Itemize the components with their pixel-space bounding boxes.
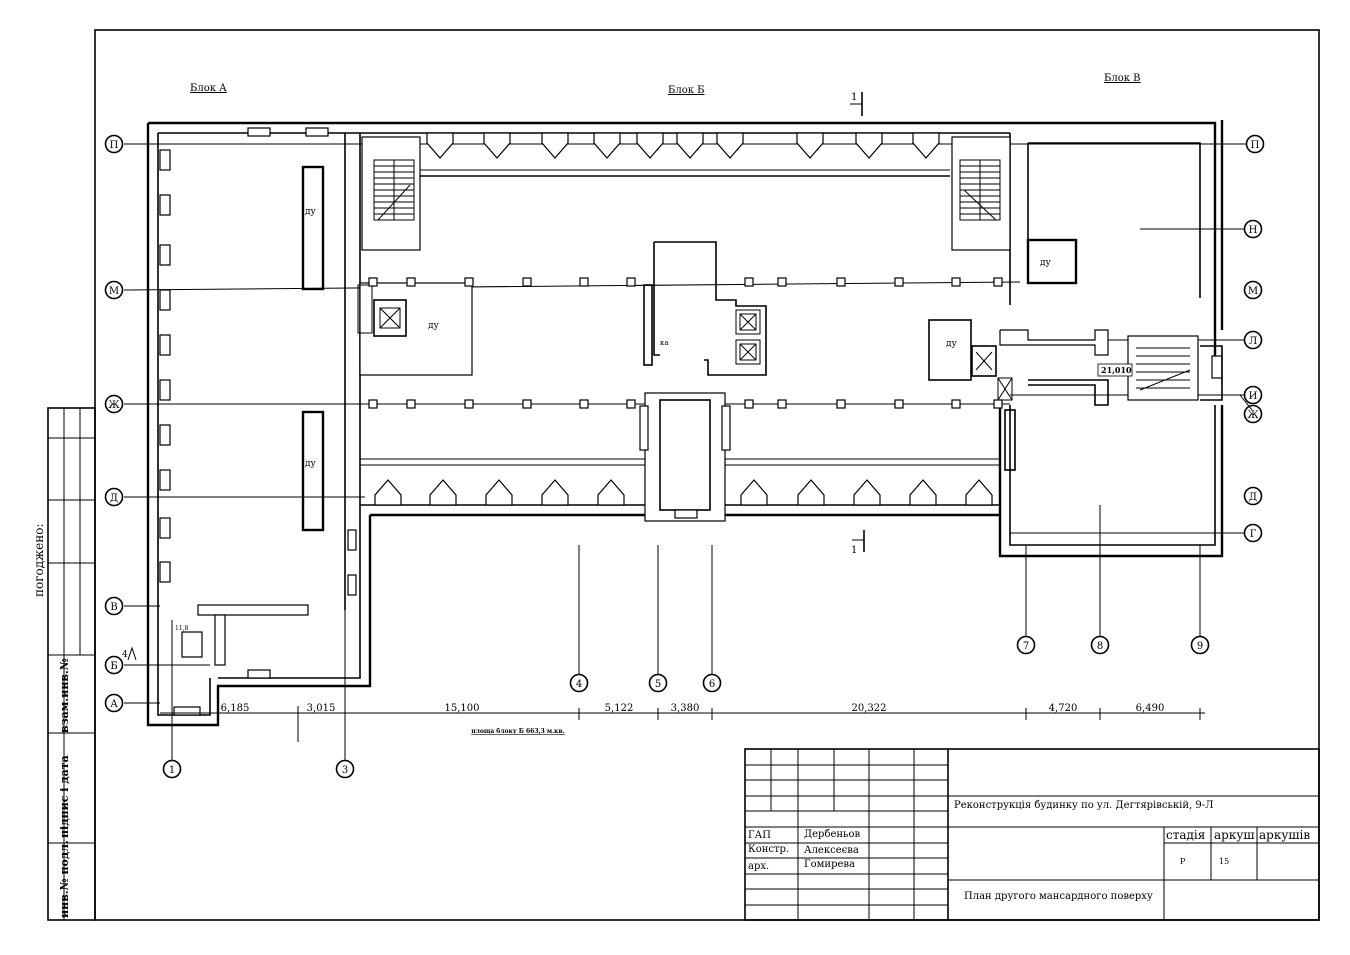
dimension-6: 20,322	[852, 703, 887, 714]
level-mark-label: 4	[122, 650, 128, 660]
dimension-5: 3,380	[671, 703, 700, 714]
block-a-windows	[159, 127, 357, 716]
dimension-2: 3,015	[307, 703, 336, 714]
axis-label-9: 9	[1197, 641, 1203, 652]
axis-label-d-left: Д	[110, 493, 118, 504]
du-label-2: ду	[305, 459, 317, 469]
ka-label: ка	[660, 339, 669, 347]
axis-label-zh-left: Ж	[108, 400, 120, 411]
signature-role-1: ГАП	[748, 830, 771, 841]
dimension-1: 6,185	[221, 703, 250, 714]
axis-label-m-left: М	[109, 286, 119, 297]
axis-label-l-right: Л	[1249, 336, 1257, 347]
row-axis-bubbles-right: П Н М Л И Ж Д Г	[1243, 134, 1265, 543]
axis-label-1: 1	[169, 765, 175, 776]
axis-label-5: 5	[655, 679, 661, 690]
stairwell-left	[361, 136, 421, 251]
signature-name-3: Гомирева	[804, 859, 855, 870]
approval-label: погоджено:	[32, 523, 46, 597]
axis-label-4: 4	[576, 679, 582, 690]
block-v-stair: 21,010	[999, 329, 1253, 411]
stairwell-right	[951, 136, 1011, 251]
axis-label-p-left: П	[110, 140, 119, 151]
project-title: Реконструкція будинку по ул. Дегтярівськ…	[954, 800, 1214, 811]
block-v-label: Блок В	[1104, 73, 1141, 84]
block-b-dormers-bottom	[374, 479, 993, 506]
approval-strip: погоджено: взам.инв.№ підпис і дата инв.…	[32, 407, 96, 921]
sheets-header: аркушів	[1259, 828, 1310, 842]
signature-date-field: підпис і дата	[58, 755, 71, 838]
inventory-field: инв.№ подл.	[58, 840, 71, 918]
sheet-header: аркуш	[1214, 828, 1255, 842]
axis-label-g-right: Г	[1250, 529, 1257, 540]
block-b-label: Блок Б	[668, 85, 705, 96]
du-label-1: ду	[305, 207, 317, 217]
signature-role-3: арх.	[748, 861, 769, 872]
area-note: площа блоку Б 663,3 м.кв.	[471, 728, 565, 735]
du-label-3: ду	[428, 321, 440, 331]
block-a-ducts: ду ду 11,8 4	[122, 165, 325, 666]
axis-label-d-right: Д	[1249, 492, 1257, 503]
axis-label-v-left: В	[110, 602, 117, 613]
level-label: 21,010	[1101, 365, 1132, 375]
column-axis-bubbles: 1 3 4 5 6 7 8 9	[162, 635, 1210, 779]
column-row-zh	[368, 399, 1003, 409]
dimension-4: 5,122	[605, 703, 634, 714]
dimension-8: 6,490	[1136, 703, 1165, 714]
signature-name-2: Алексеєва	[804, 845, 859, 856]
axis-label-zh-right: Ж	[1247, 410, 1259, 421]
du-label-4: ду	[946, 339, 958, 349]
axis-label-p-right: П	[1251, 140, 1260, 151]
section-marker-top: 1	[850, 92, 863, 116]
title-block: ГАП Дербеньов Констр. Алексеєва арх. Гом…	[744, 748, 1320, 921]
axis-label-7: 7	[1023, 641, 1029, 652]
replacement-field: взам.инв.№	[58, 658, 71, 733]
sheet-title: План другого мансардного поверху	[964, 891, 1153, 902]
axis-label-6: 6	[709, 679, 715, 690]
axis-label-a-left: А	[110, 699, 118, 710]
dimension-7: 4,720	[1049, 703, 1078, 714]
signature-name-1: Дербеньов	[804, 829, 861, 840]
axis-label-3: 3	[342, 765, 348, 776]
axis-label-m-right: М	[1248, 286, 1258, 297]
stage-header: стадія	[1166, 828, 1205, 842]
row-axis-bubbles-left: П М Ж Д В Б А	[104, 134, 124, 713]
small-label: 11,8	[175, 625, 189, 632]
stage-value: Р	[1180, 857, 1186, 866]
dimension-line: 6,185 3,015 15,100 5,122 3,380 20,322 4,…	[160, 703, 1205, 742]
axis-label-i-right: И	[1249, 391, 1258, 402]
block-b-rooms: ду ка ду ду	[357, 238, 1078, 522]
axis-label-8: 8	[1097, 641, 1103, 652]
block-a-label: Блок А	[190, 83, 227, 94]
dimension-3: 15,100	[445, 703, 480, 714]
section-marker-bottom: 1	[851, 530, 865, 556]
sheet-value: 15	[1219, 857, 1229, 866]
svg-text:1: 1	[851, 92, 857, 103]
svg-text:1: 1	[851, 545, 857, 556]
axis-label-b-left: Б	[110, 661, 117, 672]
signature-role-2: Констр.	[748, 844, 789, 855]
block-b-dormers-top	[426, 132, 940, 159]
column-row-m	[368, 277, 1003, 287]
axis-label-n-right: Н	[1249, 225, 1258, 236]
du-label-5: ду	[1040, 258, 1052, 268]
